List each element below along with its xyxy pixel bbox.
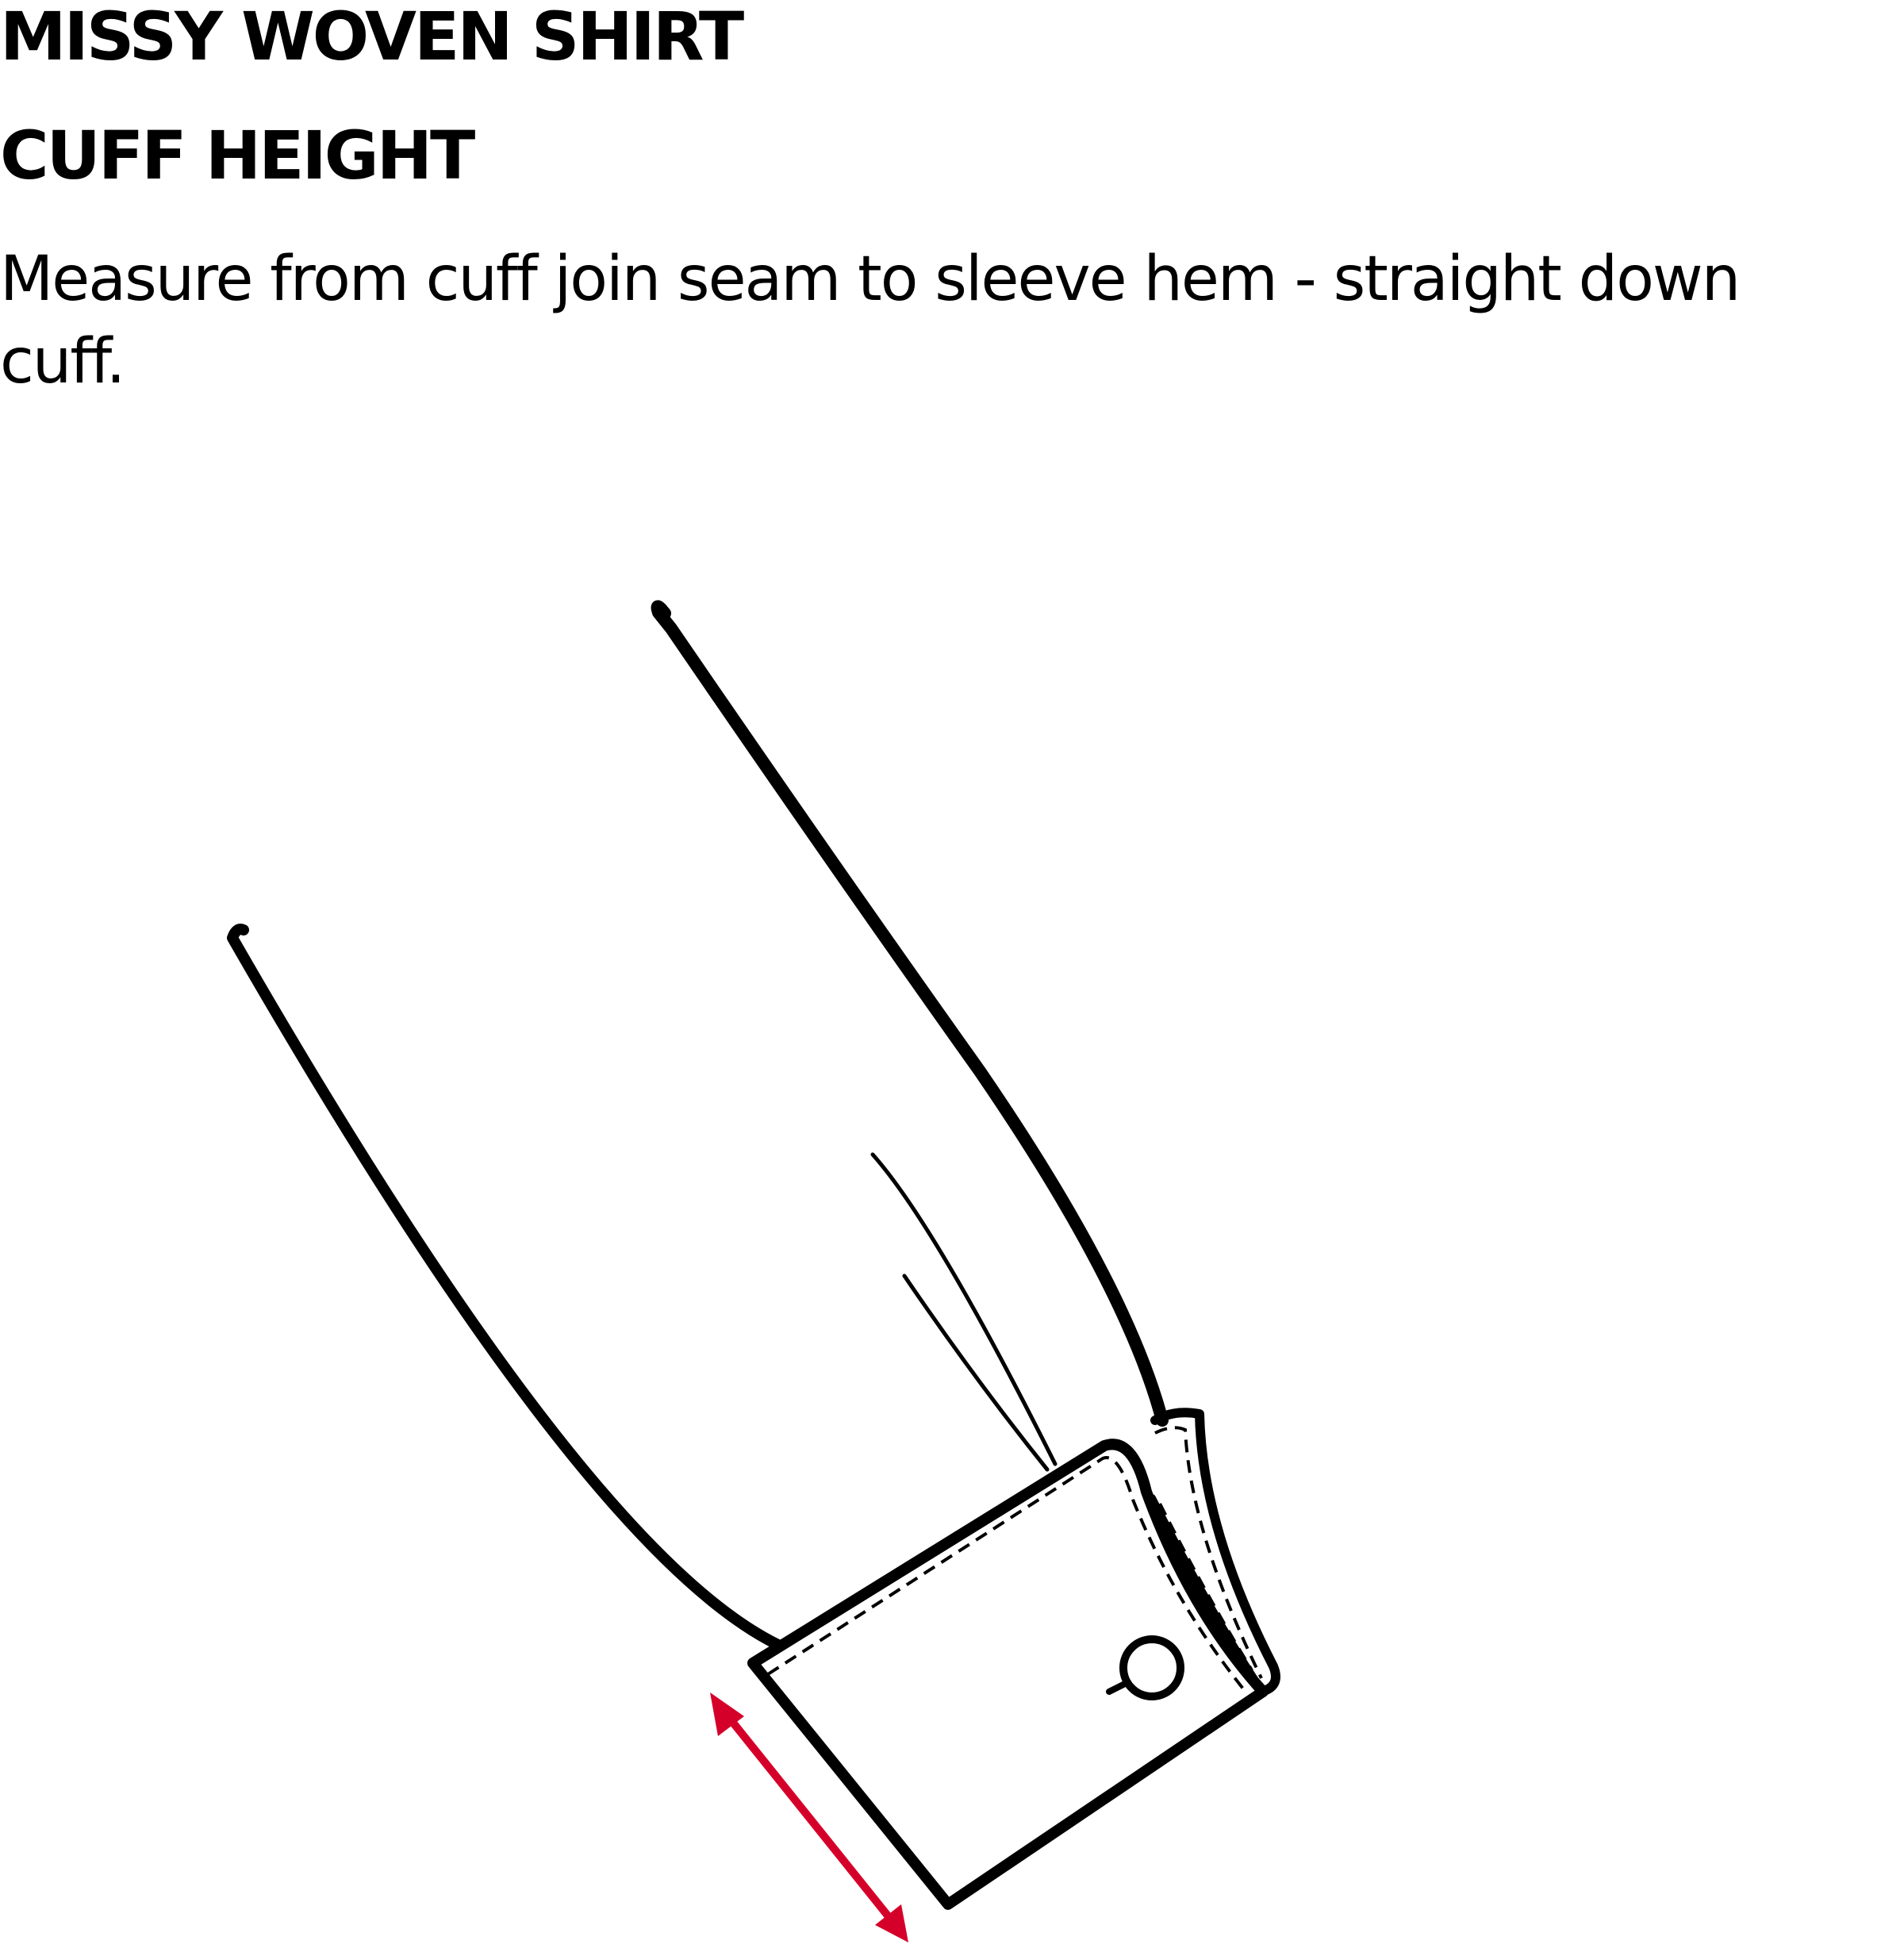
- cuff-outline: [747, 1439, 1269, 1910]
- sleeve-lower-edge: [227, 924, 787, 1652]
- measurement-arrow-line: [720, 1708, 900, 1930]
- cuff-button: [1119, 1635, 1184, 1700]
- placket: [1150, 1408, 1280, 1695]
- sleeve-upper-edge: [651, 600, 1169, 1427]
- sleeve-fold-line: [902, 1274, 1050, 1472]
- placket-stitch-line: [1158, 1503, 1253, 1672]
- measurement-title: CUFF HEIGHT: [0, 117, 475, 194]
- measurement-arrow-head-bottom: [875, 1904, 908, 1942]
- sleeve-fold-line: [870, 1152, 1058, 1466]
- cuff-stitch-line: [766, 1456, 1247, 1693]
- measurement-arrow-head-top: [710, 1692, 744, 1736]
- cuff-button-thread: [1106, 1679, 1131, 1695]
- page-title: MISSY WOVEN SHIRT: [0, 0, 744, 75]
- measurement-instructions: Measure from cuff join seam to sleeve he…: [0, 244, 1741, 398]
